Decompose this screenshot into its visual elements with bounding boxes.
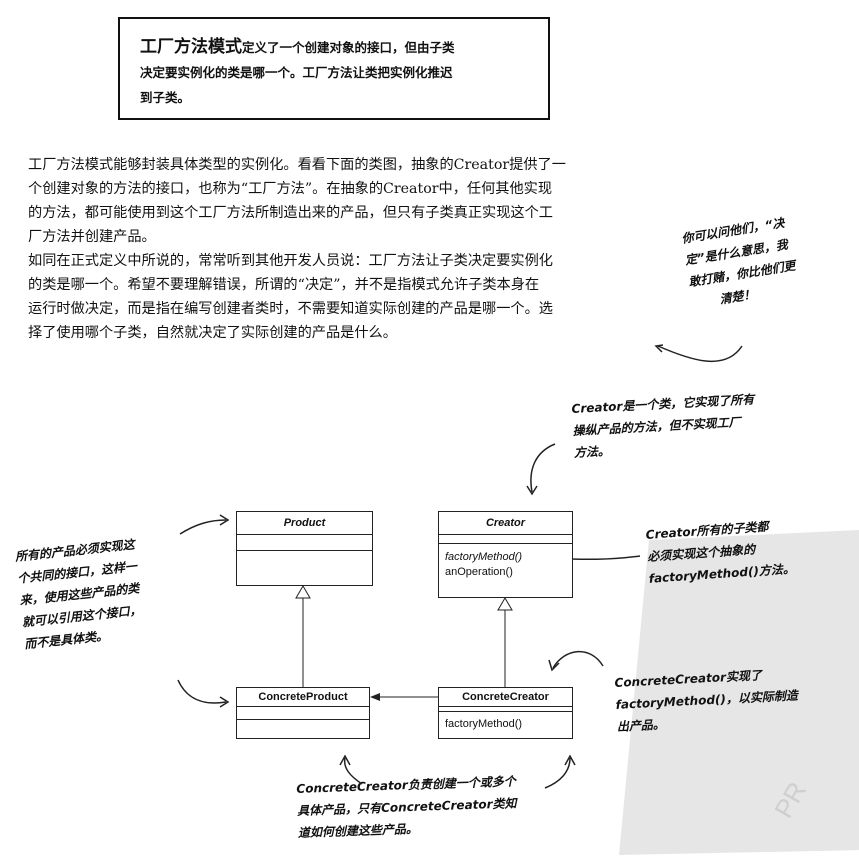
note-arrows bbox=[177, 344, 743, 789]
uml-concrete-creator-name: ConcreteCreator bbox=[439, 688, 572, 707]
uml-concrete-creator-factory-method: factoryMethod() bbox=[445, 718, 523, 730]
definition-text-3: 到子类。 bbox=[140, 90, 191, 105]
definition-text-2: 决定要实例化的类是哪一个。工厂方法让类把实例化推迟 bbox=[140, 65, 453, 80]
uml-concrete-product-fields bbox=[237, 707, 369, 720]
definition-box: 工厂方法模式定义了一个创建对象的接口，但由子类 决定要实例化的类是哪一个。工厂方… bbox=[118, 17, 550, 120]
concrete-creator-arrow bbox=[552, 650, 604, 669]
uml-concrete-creator-methods: factoryMethod() bbox=[439, 712, 572, 732]
uml-concrete-product-name: ConcreteProduct bbox=[237, 688, 369, 707]
creator-arrow bbox=[530, 443, 556, 493]
inheritance-arrow-creator bbox=[497, 597, 513, 611]
uml-product-fields bbox=[237, 535, 372, 551]
bottom-arrow-right bbox=[544, 757, 571, 789]
uml-creator-an-operation: anOperation() bbox=[445, 566, 513, 578]
definition-text-1: 定义了一个创建对象的接口，但由子类 bbox=[242, 40, 455, 55]
paragraph-line: 的类是哪一个。希望不要理解错误，所谓的“决定”，并不是指模式允许子类本身在 bbox=[28, 277, 540, 293]
uml-creator-methods: factoryMethod() anOperation() bbox=[439, 544, 572, 580]
uml-creator-name: Creator bbox=[439, 512, 572, 535]
paragraph-line: 的方法，都可能使用到这个工厂方法所制造出来的产品，但只有子类真正实现这个工 bbox=[28, 205, 553, 221]
bottom-arrow-left bbox=[343, 757, 363, 785]
paragraph-line: 择了使用哪个子类，自然就决定了实际创建的产品是什么。 bbox=[28, 325, 397, 341]
uml-creator-fields bbox=[439, 535, 572, 544]
stamp-watermark: PR bbox=[619, 530, 859, 855]
product-arrow-top bbox=[179, 519, 227, 535]
definition-term: 工厂方法模式 bbox=[140, 37, 242, 57]
uml-creator: Creator factoryMethod() anOperation() bbox=[438, 511, 573, 598]
paragraph-line: 个创建对象的方法的接口，也称为“工厂方法”。在抽象的Creator中，任何其他实… bbox=[28, 181, 553, 197]
paragraph-line: 运行时做决定，而是指在编写创建者类时，不需要知道实际创建的产品是哪一个。选 bbox=[28, 301, 553, 317]
paragraph-line: 厂方法并创建产品。 bbox=[28, 229, 156, 245]
paragraph-line: 工厂方法模式能够封装具体类型的实例化。看看下面的类图，抽象的Creator提供了… bbox=[28, 157, 566, 173]
definition-line-1: 工厂方法模式定义了一个创建对象的接口，但由子类 bbox=[140, 35, 534, 60]
uml-concrete-creator: ConcreteCreator factoryMethod() bbox=[438, 687, 573, 739]
association-arrow bbox=[370, 693, 380, 701]
uml-product: Product bbox=[236, 511, 373, 586]
paragraph-line: 如同在正式定义中所说的，常常听到其他开发人员说：工厂方法让子类决定要实例化 bbox=[28, 253, 553, 269]
uml-concrete-product: ConcreteProduct bbox=[236, 687, 370, 739]
uml-creator-factory-method: factoryMethod() bbox=[445, 551, 523, 563]
body-text: 工厂方法模式能够封装具体类型的实例化。看看下面的类图，抽象的Creator提供了… bbox=[28, 153, 658, 345]
uml-concrete-creator-fields bbox=[439, 707, 572, 712]
product-arrow-bottom bbox=[177, 679, 227, 704]
inheritance-arrow-product bbox=[295, 585, 311, 599]
uml-product-name: Product bbox=[237, 512, 372, 535]
ask-arrow bbox=[657, 345, 743, 363]
